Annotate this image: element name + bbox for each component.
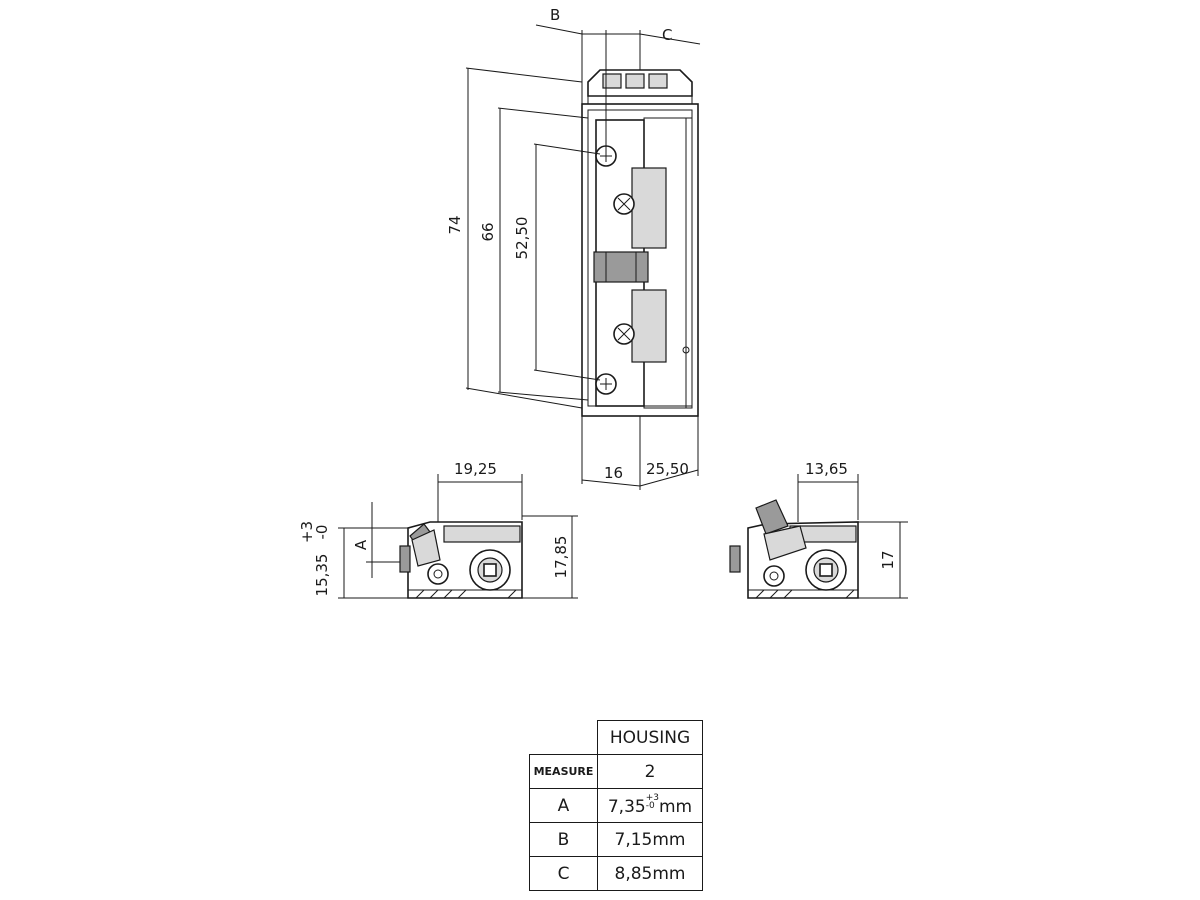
dim-tol-minus: -0 xyxy=(313,525,331,540)
dim-66: 66 xyxy=(479,222,497,241)
tol-minus: -0 xyxy=(645,801,655,811)
table-row-value: 7,35+3-0 mm xyxy=(597,788,703,823)
table-row: HOUSING xyxy=(529,720,703,755)
dim-15-35: 15,35 xyxy=(313,554,331,597)
side-view-right: 13,65 17 xyxy=(729,460,908,599)
dim-16: 16 xyxy=(604,464,623,482)
table-row-value: 8,85mm xyxy=(597,856,703,891)
table-row: A 7,35+3-0 mm xyxy=(529,788,703,823)
dim-tol-plus: +3 xyxy=(298,521,316,543)
table-row: B 7,15mm xyxy=(529,822,703,857)
value-a: 7,35 xyxy=(607,797,646,817)
dim-25-50: 25,50 xyxy=(646,460,689,478)
table-row-label: A xyxy=(529,788,598,823)
dim-19-25: 19,25 xyxy=(454,460,497,478)
side-view-left: 19,25 17,85 A 15,35 +3 -0 xyxy=(298,460,578,599)
table-measure-value: 2 xyxy=(597,754,703,789)
dim-c: C xyxy=(662,26,672,44)
dim-a: A xyxy=(352,539,370,550)
table-row: C 8,85mm xyxy=(529,856,703,891)
dim-52-50: 52,50 xyxy=(513,217,531,260)
tol-plus: +3 xyxy=(645,793,659,803)
dim-17: 17 xyxy=(879,550,897,569)
table-row-label: B xyxy=(529,822,598,857)
table-header-housing: HOUSING xyxy=(597,720,703,755)
dim-b: B xyxy=(550,6,560,24)
table-blank-cell xyxy=(529,720,598,755)
table-row-value: 7,15mm xyxy=(597,822,703,857)
unit-mm: mm xyxy=(659,797,693,817)
table-measure-label: MEASURE xyxy=(529,754,598,789)
dim-13-65: 13,65 xyxy=(805,460,848,478)
table-row: MEASURE 2 xyxy=(529,754,703,789)
table-row-label: C xyxy=(529,856,598,891)
dim-17-85: 17,85 xyxy=(552,536,570,579)
front-view: B C 74 66 52,50 16 25,50 xyxy=(446,6,701,490)
dim-74: 74 xyxy=(446,215,464,234)
